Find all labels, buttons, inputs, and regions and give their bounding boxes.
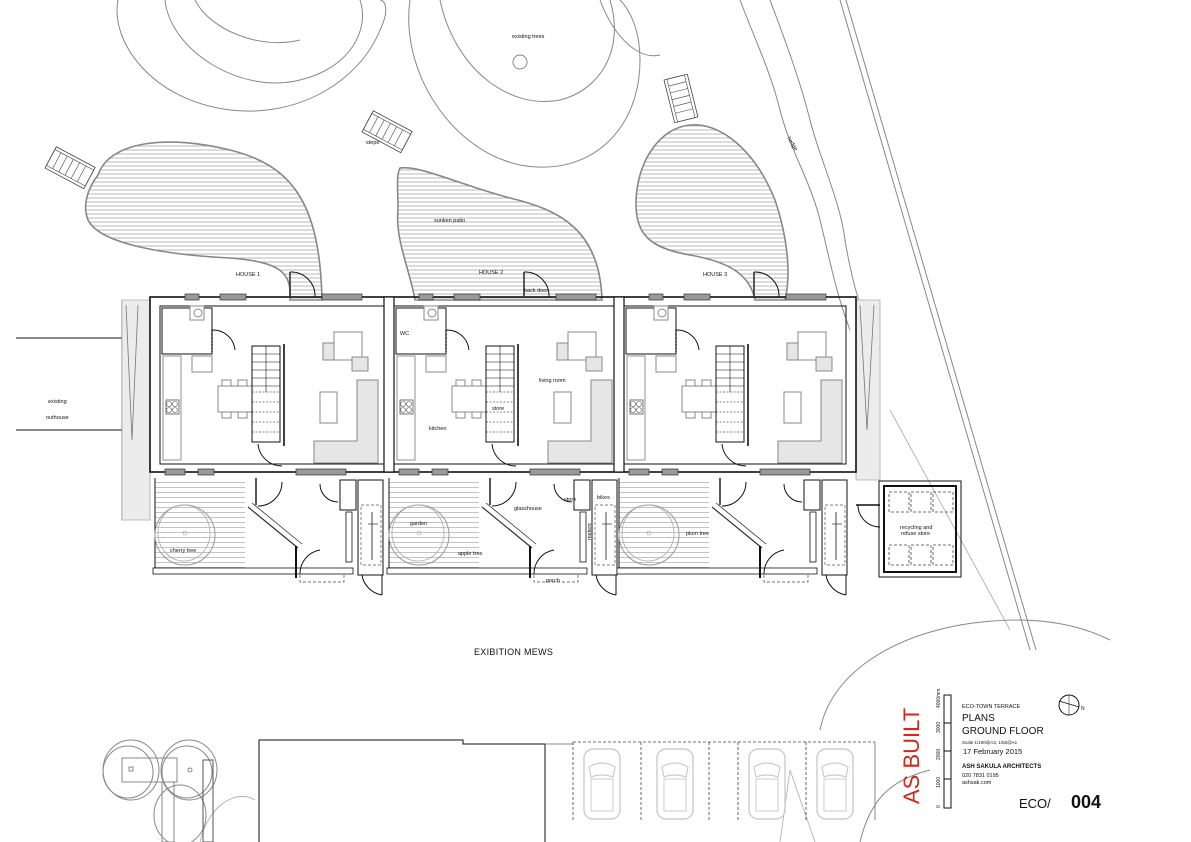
label-house-2: HOUSE 2 — [479, 270, 503, 276]
existing-trees — [116, 0, 661, 168]
architect-phone: 020 7831 0195 — [962, 773, 999, 779]
sunken-patio-2 — [361, 110, 603, 301]
label-living-room: living room — [539, 378, 566, 384]
label-meters: meters — [587, 523, 593, 540]
label-recycling-2: refuse store — [901, 531, 930, 537]
scale-tick-4000: 4000mm — [936, 689, 942, 708]
drawing-subtitle: GROUND FLOOR — [962, 726, 1044, 737]
house-3-interior — [625, 271, 843, 476]
label-plum-tree: plum tree — [686, 531, 709, 537]
sunken-patio-1 — [44, 141, 323, 301]
label-hedge: hedge — [785, 136, 798, 152]
label-sunken-patio: sunken patio — [434, 218, 465, 224]
side-strip-right — [855, 299, 881, 481]
scale-tick-3000: 3000 — [936, 722, 942, 733]
label-wc: WC — [400, 331, 409, 337]
scale-bar: 4000mm 3000 2000 1000 0 — [936, 689, 952, 809]
label-house-3: HOUSE 3 — [703, 272, 727, 278]
label-steps: steps — [366, 140, 379, 146]
recycling-refuse-store — [856, 480, 962, 578]
label-kitchen: kitchen — [429, 426, 446, 432]
parking-bays — [572, 741, 876, 820]
house-1-interior — [161, 271, 379, 476]
house-1-front — [152, 478, 384, 596]
house-2-interior — [395, 271, 613, 476]
sunken-patio-3 — [635, 73, 789, 301]
scale-tick-0: 0 — [936, 805, 942, 808]
scale-tick-2000: 2000 — [936, 749, 942, 760]
label-back-door: back door — [524, 288, 548, 294]
as-built-stamp: AS BUILT — [899, 708, 924, 804]
drawing-ref-number: 004 — [1071, 792, 1101, 812]
hedge — [739, 0, 1037, 651]
label-bike-store: store — [564, 497, 576, 503]
label-recycling-1: recycling and — [900, 525, 932, 531]
label-porch: porch — [546, 578, 560, 584]
existing-outhouse — [16, 299, 151, 521]
label-street: EXIBITION MEWS — [474, 647, 553, 657]
architect-firm: ASH SAKULA ARCHITECTS — [962, 764, 1041, 770]
label-cherry-tree: cherry tree — [170, 548, 196, 554]
drawing-title: PLANS — [962, 713, 995, 724]
label-store-stairs: store — [492, 406, 504, 412]
terrace-building — [149, 296, 857, 473]
label-bikes: bikes — [597, 495, 610, 501]
label-apple-tree: apple tree — [458, 551, 482, 557]
drawing-date: 17 February 2015 — [963, 747, 1022, 756]
bottom-trees — [102, 739, 218, 842]
house-2-front — [386, 477, 618, 596]
title-block: 4000mm 3000 2000 1000 0 AS BUILT ECO-TOW… — [899, 689, 1101, 812]
house-3-front — [616, 477, 848, 596]
drawing-ref-prefix: ECO/ — [1019, 796, 1051, 811]
architect-web: ashsak.com — [962, 780, 992, 786]
label-outhouse: outhouse — [46, 415, 69, 421]
label-house-1: HOUSE 1 — [236, 272, 260, 278]
label-garden: garden — [410, 521, 427, 527]
drawing-scale: Scale 1/100@A3, 1/50@A1 — [962, 740, 1018, 745]
project-name: ECO-TOWN TERRACE — [962, 704, 1020, 710]
scale-tick-1000: 1000 — [936, 777, 942, 788]
label-existing-trees: existing trees — [512, 34, 545, 40]
label-glasshouse: glasshouse — [514, 506, 542, 512]
north-arrow-icon: N — [1058, 694, 1085, 716]
neighbour-building — [258, 739, 546, 842]
label-existing: existing — [48, 399, 67, 405]
north-label: N — [1081, 706, 1085, 712]
